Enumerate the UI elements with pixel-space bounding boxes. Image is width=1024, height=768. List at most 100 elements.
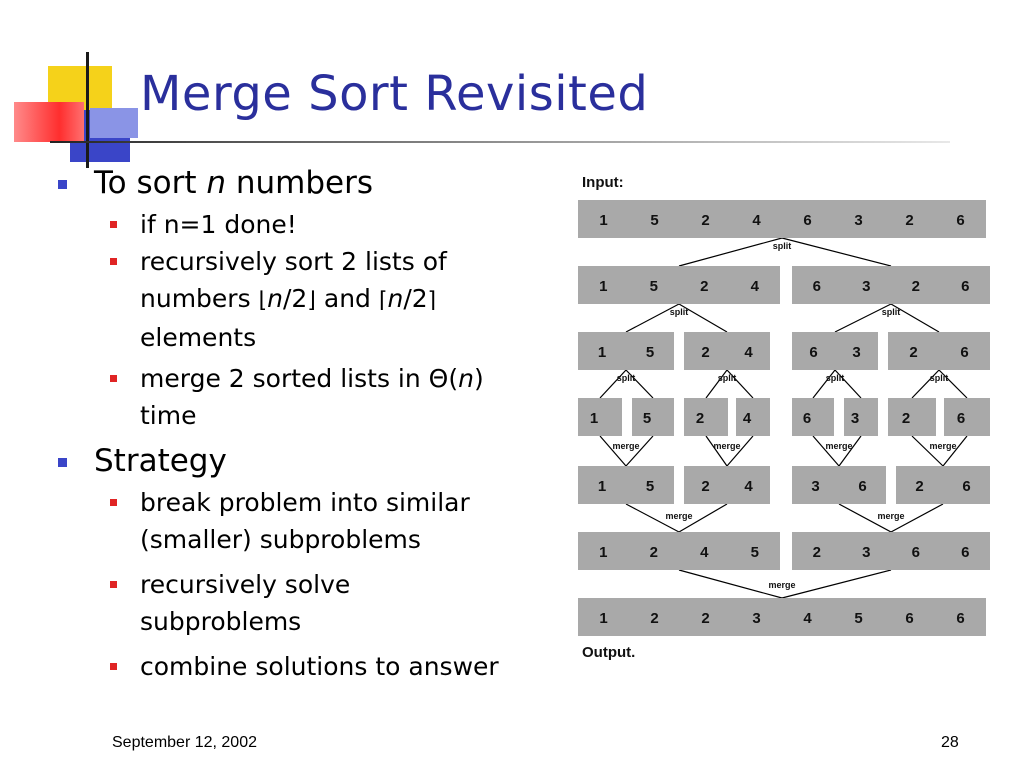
number-cell: 2: [912, 278, 920, 295]
floor-right-symbol: ⌋: [307, 288, 316, 313]
number-block: [578, 598, 986, 636]
merge-label: merge: [768, 580, 795, 590]
number-cell: 1: [590, 410, 598, 427]
merge-line: [599, 435, 627, 467]
number-cell: 2: [696, 410, 704, 427]
number-block: [944, 398, 990, 436]
merge-label: merge: [877, 511, 904, 521]
bullet-strategy: Strategy: [58, 442, 578, 480]
number-cell: 2: [650, 610, 658, 627]
merge-line: [838, 503, 892, 533]
number-cell: 4: [752, 212, 761, 229]
subbullet-marker: [110, 258, 117, 265]
merge-line: [838, 435, 862, 467]
split-line: [834, 303, 892, 333]
number-block: [578, 266, 780, 304]
number-block: [792, 398, 834, 436]
number-cell: 2: [701, 212, 709, 229]
bullet-text: Strategy: [94, 443, 227, 479]
subbullet-recursive-sort: recursively sort 2 lists of numbers ⌊n/2…: [58, 243, 578, 356]
number-cell: 5: [854, 610, 862, 627]
variable-n: n: [458, 364, 474, 393]
merge-line: [890, 503, 944, 533]
number-block: [736, 398, 770, 436]
number-block: [844, 398, 878, 436]
split-line: [834, 369, 862, 399]
subbullet-text: elements: [140, 323, 257, 352]
number-cell: 2: [813, 544, 821, 561]
number-cell: 4: [751, 278, 760, 295]
number-cell: 6: [813, 278, 821, 295]
number-cell: 3: [854, 212, 862, 229]
subbullet-text: break problem into similar: [140, 488, 470, 517]
subbullet-merge: merge 2 sorted lists in Θ(n) time: [58, 360, 578, 434]
number-block: [578, 398, 622, 436]
subbullet-text: and: [315, 284, 379, 313]
number-cell: 6: [912, 544, 920, 561]
number-cell: 5: [650, 212, 658, 229]
merge-line: [911, 435, 944, 467]
split-line: [938, 369, 968, 399]
number-cell: 6: [905, 610, 913, 627]
number-cell: 5: [751, 544, 759, 561]
split-line: [599, 369, 627, 399]
number-cell: 3: [852, 344, 860, 361]
number-cell: 4: [803, 610, 812, 627]
number-cell: 6: [956, 212, 964, 229]
number-cell: 2: [701, 344, 709, 361]
number-cell: 6: [803, 212, 811, 229]
merge-label: merge: [825, 441, 852, 451]
number-cell: 4: [744, 344, 753, 361]
number-cell: 4: [743, 410, 752, 427]
split-label: split: [826, 373, 845, 383]
number-cell: 6: [803, 410, 811, 427]
split-label: split: [882, 307, 901, 317]
merge-line: [678, 569, 783, 599]
number-cell: 6: [956, 610, 964, 627]
number-cell: 6: [961, 544, 969, 561]
merge-label: merge: [612, 441, 639, 451]
merge-line: [726, 435, 754, 467]
split-line: [781, 237, 892, 267]
number-cell: 4: [700, 544, 709, 561]
number-cell: 2: [909, 344, 917, 361]
number-cell: 6: [960, 344, 968, 361]
number-cell: 2: [902, 410, 910, 427]
slide-title: Merge Sort Revisited: [140, 66, 649, 122]
number-cell: 5: [643, 410, 651, 427]
number-cell: 2: [701, 478, 709, 495]
number-cell: 3: [862, 544, 870, 561]
subbullet-text: recursively sort 2 lists of: [140, 247, 447, 276]
number-block: [578, 466, 674, 504]
merge-label: merge: [665, 511, 692, 521]
split-label: split: [718, 373, 737, 383]
title-underline: [50, 141, 950, 143]
number-cell: 4: [744, 478, 753, 495]
number-block: [896, 466, 990, 504]
merge-line: [625, 435, 654, 467]
subbullet-text: combine solutions to answer: [140, 652, 499, 681]
merge-line: [678, 503, 728, 533]
subbullet-text: (: [448, 364, 459, 393]
split-line: [625, 369, 654, 399]
number-cell: 5: [646, 478, 654, 495]
split-line: [812, 369, 836, 399]
bullet-marker: [58, 180, 67, 189]
bullet-marker: [58, 458, 67, 467]
split-line: [705, 369, 728, 399]
number-cell: 6: [961, 278, 969, 295]
subbullet-marker: [110, 499, 117, 506]
number-cell: 3: [862, 278, 870, 295]
number-cell: 1: [599, 212, 607, 229]
number-cell: 2: [700, 278, 708, 295]
subbullet-marker: [110, 375, 117, 382]
subbullet-text: subproblems: [140, 607, 302, 636]
number-cell: 3: [851, 410, 859, 427]
input-label: Input:: [582, 174, 624, 191]
number-cell: 2: [905, 212, 913, 229]
number-cell: 5: [650, 278, 658, 295]
number-cell: 6: [962, 478, 970, 495]
subbullet-combine: combine solutions to answer: [58, 648, 578, 685]
subbullet-text: if n=1 done!: [140, 210, 297, 239]
split-label: split: [670, 307, 689, 317]
